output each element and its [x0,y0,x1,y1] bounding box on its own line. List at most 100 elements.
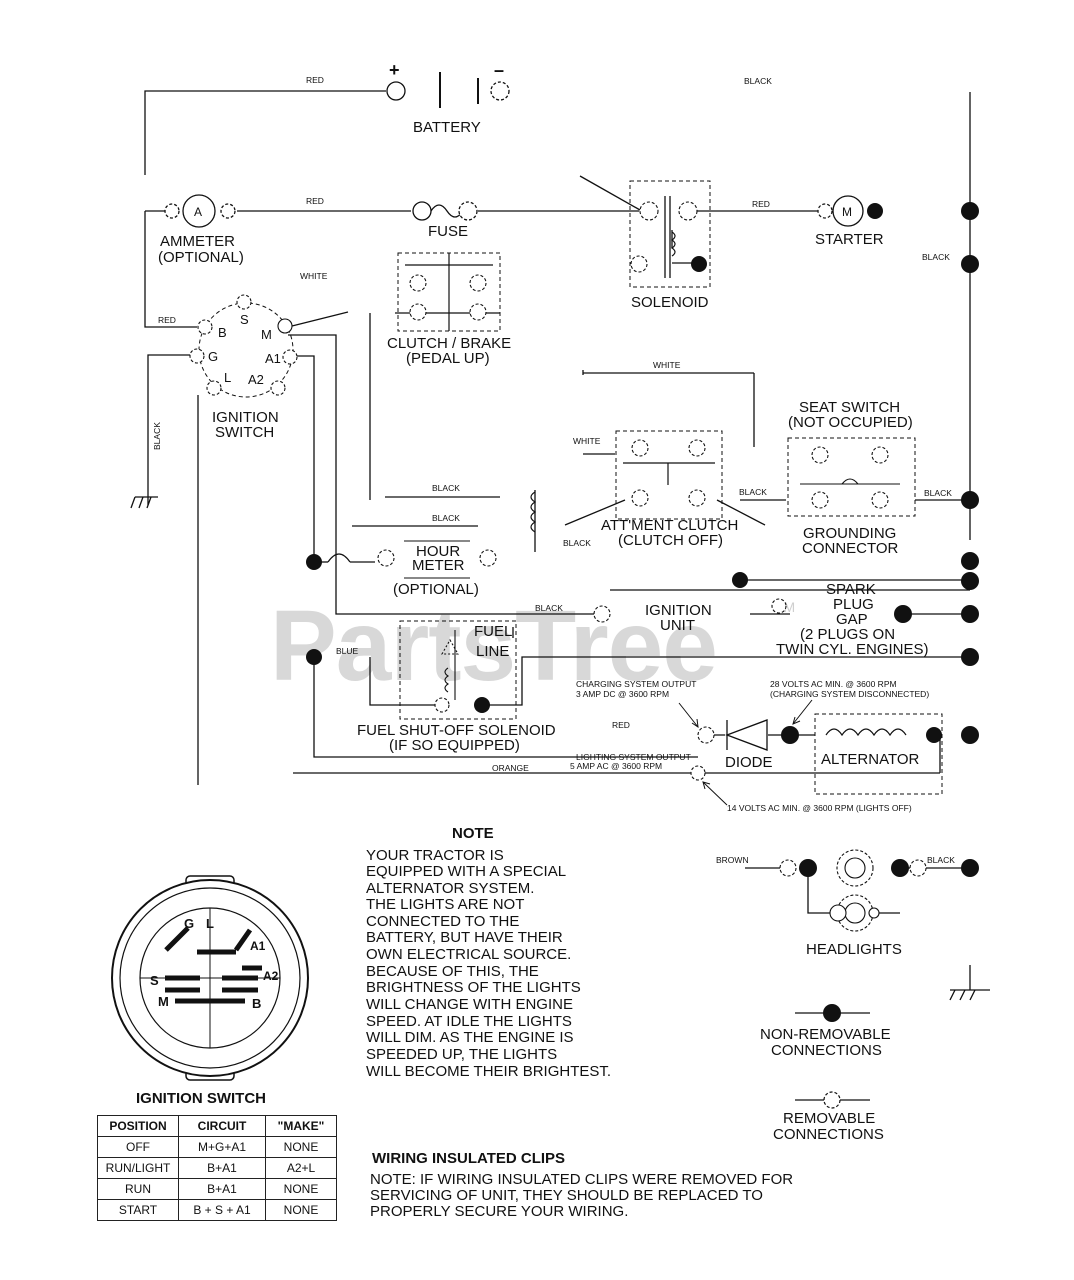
diagram-label: RED [612,720,630,730]
diagram-label: THE LIGHTS ARE NOT [366,896,524,913]
diagram-label: BRIGHTNESS OF THE LIGHTS [366,979,581,996]
diagram-label: WIRING INSULATED CLIPS [372,1150,565,1167]
diagram-label: A [194,205,202,219]
table-cell: B+A1 [178,1178,266,1200]
diagram-label: OWN ELECTRICAL SOURCE. [366,946,571,963]
attachment-clutch-switch: ATT'MENT CLUTCH (CLUTCH OFF) [601,430,738,549]
diagram-label: GROUNDING [803,525,896,542]
hour-meter: HOUR METER (OPTIONAL) [327,491,537,598]
diagram-label: HEADLIGHTS [806,941,902,958]
diagram-label: ATT'MENT CLUTCH [601,517,738,534]
diagram-label: BLACK [563,538,591,548]
connection-legend: NON-REMOVABLE CONNECTIONS REMOVABLE CONN… [760,1004,891,1143]
diagram-label: STARTER [815,231,884,248]
diagram-label: CONNECTOR [802,540,899,557]
table-cell: OFF [97,1136,179,1158]
table-cell: B+A1 [178,1157,266,1179]
ignition-unit: IGNITION UNIT [593,598,787,634]
diagram-label: L [224,370,231,385]
clutch-brake-switch: CLUTCH / BRAKE (PEDAL UP) [387,252,511,367]
diagram-label: FUEL SHUT-OFF SOLENOID [357,722,556,739]
diagram-label: + [389,60,400,80]
table-cell: B + S + A1 [178,1199,266,1221]
table-cell: RUN [97,1178,179,1200]
header-make: "MAKE" [265,1115,337,1137]
diagram-label: GAP [836,611,868,628]
table-row: RUN/LIGHT B+A1 A2+L [97,1157,337,1179]
ignition-switch-schematic: S B M G A1 L A2 IGNITION SWITCH [189,294,298,441]
diagram-label: A1 [265,351,281,366]
diagram-label: BLACK [922,252,950,262]
header-circuit: CIRCUIT [178,1115,266,1137]
diagram-label: HOUR [416,543,460,560]
headlights: HEADLIGHTS [779,849,927,958]
diagram-label: RED [306,75,324,85]
diagram-label: WILL DIM. AS THE ENGINE IS [366,1029,574,1046]
bus-connections [306,202,979,877]
diagram-label: BLACK [432,513,460,523]
diagram-label: SERVICING OF UNIT, THEY SHOULD BE REPLAC… [370,1187,763,1204]
diagram-label: UNIT [660,617,695,634]
diagram-label: BLACK [535,603,563,613]
diagram-label: IGNITION SWITCH [136,1090,266,1107]
table-cell: A2+L [265,1157,337,1179]
spark-plug: SPARK PLUG GAP (2 PLUGS ON TWIN CYL. ENG… [776,581,929,658]
diagram-label: IGNITION [212,409,279,426]
diagram-label: PROPERLY SECURE YOUR WIRING. [370,1203,628,1220]
diagram-label: CONNECTIONS [771,1042,882,1059]
diagram-label: AMMETER [160,233,235,250]
ground-symbols [130,496,990,1001]
diagram-label: (OPTIONAL) [393,581,479,598]
wire-color-labels: RED BLACK RED RED WHITE RED BLACK BLACK … [152,75,955,865]
diagram-label: RED [752,199,770,209]
diagram-label: 3 AMP DC @ 3600 RPM [576,689,669,699]
diagram-label: BLUE [336,646,359,656]
diagram-label: YOUR TRACTOR IS [366,847,504,864]
diagram-label: BLACK [739,487,767,497]
diagram-label: LINE [476,643,509,660]
clips-note: WIRING INSULATED CLIPS NOTE: IF WIRING I… [370,1150,793,1220]
table-row: RUN B+A1 NONE [97,1178,337,1200]
diagram-label: 28 VOLTS AC MIN. @ 3600 RPM [770,679,897,689]
diagram-label: A1 [250,939,266,953]
diagram-label: M [158,994,169,1009]
table-cell: NONE [265,1136,337,1158]
diagram-label: M [261,327,272,342]
diagram-label: LIGHTING SYSTEM OUTPUT [576,752,691,762]
diagram-label: G [184,916,194,931]
diagram-label: SEAT SWITCH [799,399,900,416]
diagram-label: ORANGE [492,763,529,773]
diagram-label: BLACK [152,422,162,450]
diagram-label: SWITCH [215,424,274,441]
diagram-label: 5 AMP AC @ 3600 RPM [570,761,662,771]
diagram-label: (CHARGING SYSTEM DISCONNECTED) [770,689,929,699]
diagram-label: A2 [263,969,279,983]
diagram-label: TWIN CYL. ENGINES) [776,641,929,658]
diagram-label: WHITE [573,436,601,446]
seat-switch: SEAT SWITCH (NOT OCCUPIED) GROUNDING CON… [787,399,916,557]
diagram-label: SPARK [826,581,876,598]
diagram-label: S [240,312,249,327]
fuse: FUSE [412,201,478,240]
table-cell: NONE [265,1199,337,1221]
diagram-label: METER [412,557,465,574]
watermark: PartsTree TM [270,590,795,702]
diagram-label: FUEL [474,623,512,640]
diagram-label: CONNECTIONS [773,1126,884,1143]
diagram-label: A2 [248,372,264,387]
solenoid: SOLENOID [629,180,711,311]
diagram-label: BLACK [432,483,460,493]
diagram-label: B [218,325,227,340]
diagram-label: M [842,205,852,219]
fuel-shutoff-solenoid: FUEL LINE FUEL SHUT-OFF SOLENOID (IF SO … [357,620,556,754]
diagram-label: WILL CHANGE WITH ENGINE [366,996,573,1013]
table-row: START B + S + A1 NONE [97,1199,337,1221]
diagram-label: NON-REMOVABLE [760,1026,891,1043]
diagram-label: ALTERNATOR SYSTEM. [366,880,534,897]
diagram-label: CLUTCH / BRAKE [387,335,511,352]
diagram-label: BECAUSE OF THIS, THE [366,963,539,980]
diagram-label: L [206,916,214,931]
diagram-label: PartsTree [270,590,717,702]
diagram-label: IGNITION [645,602,712,619]
